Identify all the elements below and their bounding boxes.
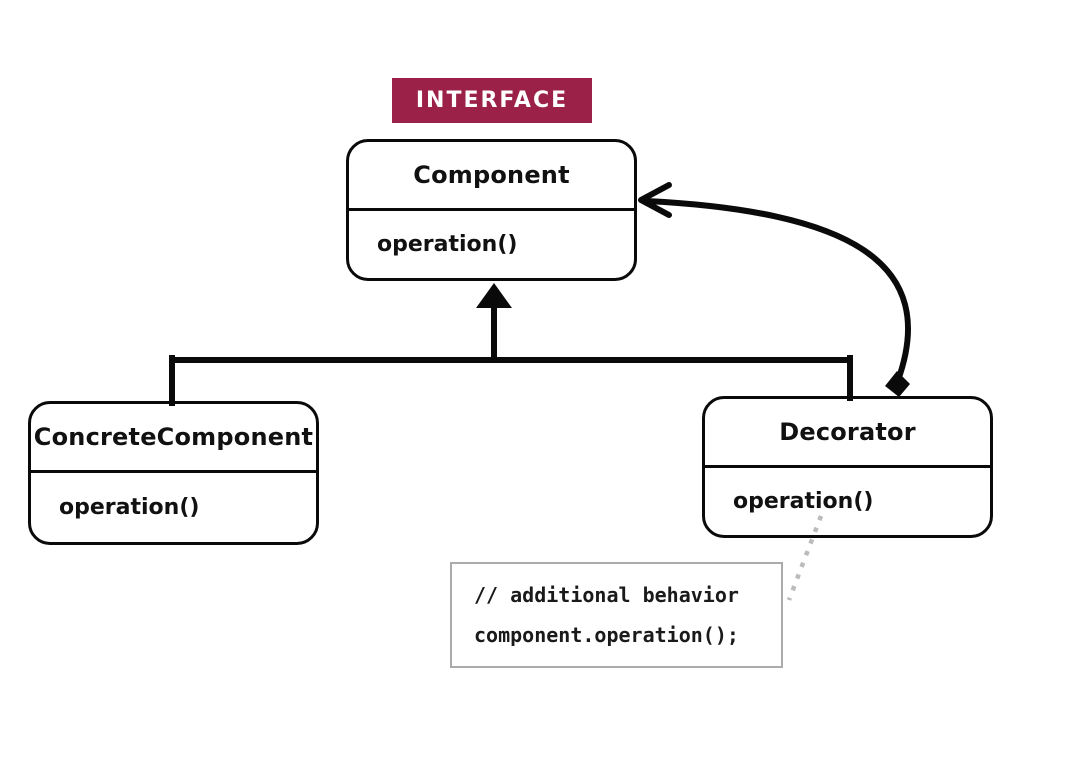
class-title-component: Component <box>349 142 634 211</box>
aggregation-diamond-icon <box>885 371 910 397</box>
inheritance-arrowhead-icon <box>476 283 512 308</box>
code-note-line-2: component.operation(); <box>474 622 739 647</box>
aggregation-curve <box>643 198 911 386</box>
class-box-concrete-component: ConcreteComponent operation() <box>28 401 319 545</box>
class-box-decorator: Decorator operation() <box>702 396 993 538</box>
code-note-line-1: // additional behavior <box>474 583 739 608</box>
class-method-decorator: operation() <box>733 489 874 514</box>
class-title-decorator: Decorator <box>705 399 990 468</box>
class-method-concrete-component: operation() <box>59 495 200 520</box>
class-title-concrete-component: ConcreteComponent <box>31 404 316 473</box>
class-box-component: Component operation() <box>346 139 637 281</box>
class-method-component: operation() <box>377 232 518 257</box>
interface-stereotype-badge: INTERFACE <box>392 78 592 123</box>
open-arrowhead-icon <box>638 182 672 218</box>
interface-badge-label: INTERFACE <box>415 88 569 113</box>
code-note: // additional behavior component.operati… <box>450 562 783 668</box>
